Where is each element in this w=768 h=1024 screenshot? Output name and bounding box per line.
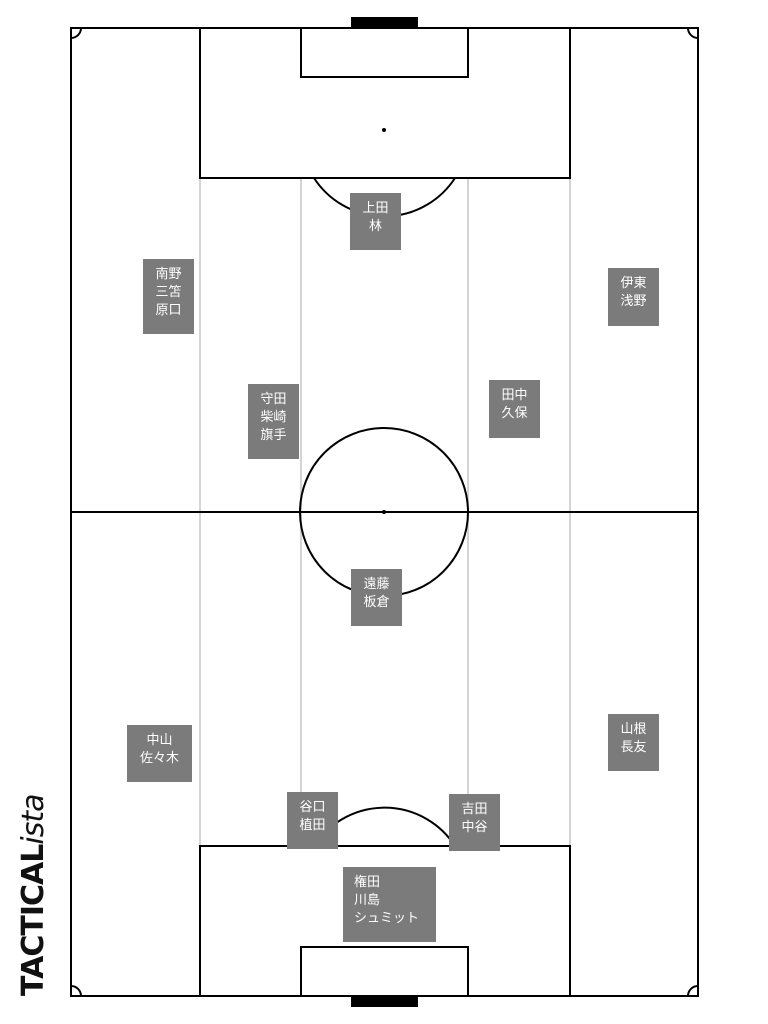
corner-arc xyxy=(687,27,699,39)
player-box-left-back[interactable]: 中山 佐々木 xyxy=(127,725,192,782)
player-name: 伊東 xyxy=(620,276,647,291)
penalty-area-top xyxy=(199,27,571,179)
player-name: 原口 xyxy=(155,303,182,318)
player-box-gk-top[interactable]: 上田 林 xyxy=(350,193,401,250)
brand-prefix: TACTICAL xyxy=(16,844,51,996)
player-name: 板倉 xyxy=(363,595,390,610)
brand-suffix: ista xyxy=(16,794,51,845)
corner-arc xyxy=(687,985,699,997)
player-name: 権田 xyxy=(354,875,381,890)
player-name: 谷口 xyxy=(299,800,326,815)
player-name: 久保 xyxy=(501,406,528,421)
player-name: 旗手 xyxy=(260,428,287,443)
penalty-spot-top xyxy=(382,128,386,132)
player-name: 山根 xyxy=(620,722,647,737)
player-box-left-wing[interactable]: 南野 三笘 原口 xyxy=(143,259,194,334)
player-box-right-wing[interactable]: 伊東 浅野 xyxy=(608,268,659,326)
player-name: シュミット xyxy=(354,911,420,926)
player-name: 長友 xyxy=(620,740,647,755)
player-name: 中山 xyxy=(146,733,173,748)
player-name: 林 xyxy=(368,219,382,234)
brand-logo: TACTICALista xyxy=(16,794,51,996)
player-name: 南野 xyxy=(155,267,182,282)
player-box-left-cb[interactable]: 谷口 植田 xyxy=(287,792,338,849)
player-box-left-cm[interactable]: 守田 柴崎 旗手 xyxy=(248,384,299,459)
player-name: 佐々木 xyxy=(139,751,179,766)
goal-top xyxy=(351,17,418,28)
player-name: 中谷 xyxy=(461,820,488,835)
corner-arc xyxy=(70,27,82,39)
player-name: 遠藤 xyxy=(363,577,390,592)
player-name: 守田 xyxy=(260,392,287,407)
player-name: 植田 xyxy=(299,818,326,833)
player-name: 川島 xyxy=(354,893,381,908)
player-box-dm[interactable]: 遠藤 板倉 xyxy=(351,569,402,626)
player-name: 吉田 xyxy=(461,802,488,817)
player-box-right-cm[interactable]: 田中 久保 xyxy=(489,380,540,438)
player-name: 柴崎 xyxy=(260,410,287,425)
player-name: 浅野 xyxy=(620,294,647,309)
player-name: 田中 xyxy=(501,388,528,403)
player-name: 上田 xyxy=(362,201,389,216)
player-box-right-back[interactable]: 山根 長友 xyxy=(608,714,659,771)
player-box-right-cb[interactable]: 吉田 中谷 xyxy=(449,794,500,851)
goal-bottom xyxy=(351,996,418,1007)
corner-arc xyxy=(70,985,82,997)
player-box-gk[interactable]: 権田 川島 シュミット xyxy=(343,867,436,942)
player-name: 三笘 xyxy=(155,285,182,300)
center-spot xyxy=(382,510,386,514)
